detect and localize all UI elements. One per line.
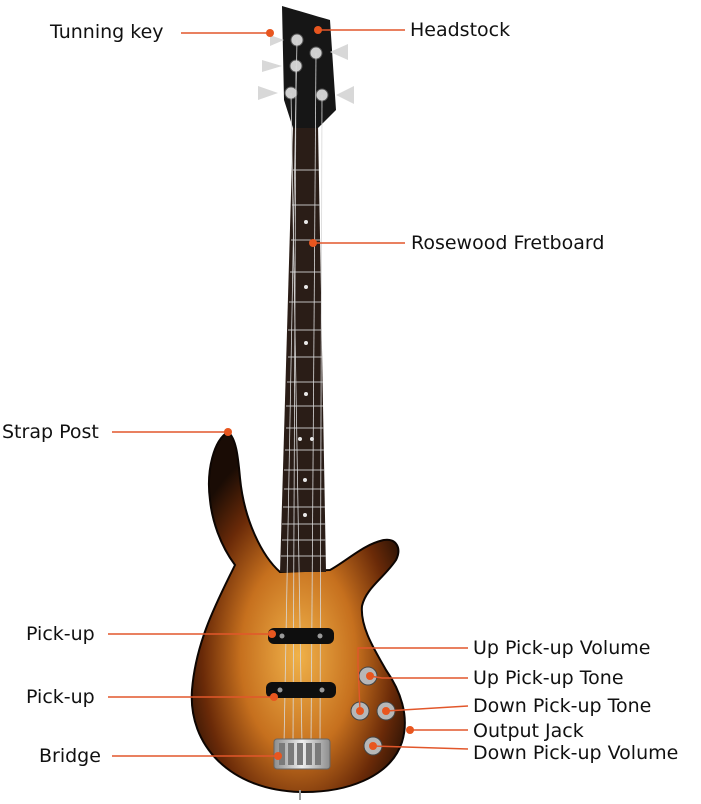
tuning-key-marker — [266, 29, 274, 37]
strap-post-marker — [224, 428, 232, 436]
label-bridge: Bridge — [39, 745, 101, 767]
leader-lines — [108, 29, 469, 757]
down-tone-marker — [382, 707, 390, 715]
label-up-pickup-volume: Up Pick-up Volume — [473, 637, 651, 659]
up-volume-marker — [356, 707, 364, 715]
label-tuning-key: Tunning key — [50, 21, 164, 43]
fret-lines — [281, 169, 326, 557]
headstock-marker — [314, 26, 322, 34]
label-down-pickup-tone: Down Pick-up Tone — [473, 695, 652, 717]
output-jack-marker — [406, 726, 414, 734]
label-rosewood-fretboard: Rosewood Fretboard — [411, 232, 605, 254]
rosewood-fretboard — [280, 125, 326, 572]
bridge-marker — [274, 752, 282, 760]
label-pickup-neck: Pick-up — [26, 623, 95, 645]
bridge-saddles — [279, 743, 321, 765]
up-tone-marker — [366, 672, 374, 680]
down-volume-marker — [369, 742, 377, 750]
label-headstock: Headstock — [410, 19, 511, 41]
neck-pickup-marker — [268, 630, 276, 638]
bridge-pickup-marker — [270, 693, 278, 701]
pickup-poles — [277, 633, 325, 693]
label-up-pickup-tone: Up Pick-up Tone — [473, 667, 624, 689]
fretboard-marker — [309, 239, 317, 247]
label-down-pickup-volume: Down Pick-up Volume — [473, 742, 679, 764]
label-pickup-bridge: Pick-up — [26, 686, 95, 708]
neck-pickup — [268, 628, 334, 644]
label-output-jack: Output Jack — [473, 720, 584, 742]
label-markers — [224, 26, 414, 760]
bridge-pickup — [266, 682, 336, 698]
label-strap-post: Strap Post — [2, 421, 99, 443]
